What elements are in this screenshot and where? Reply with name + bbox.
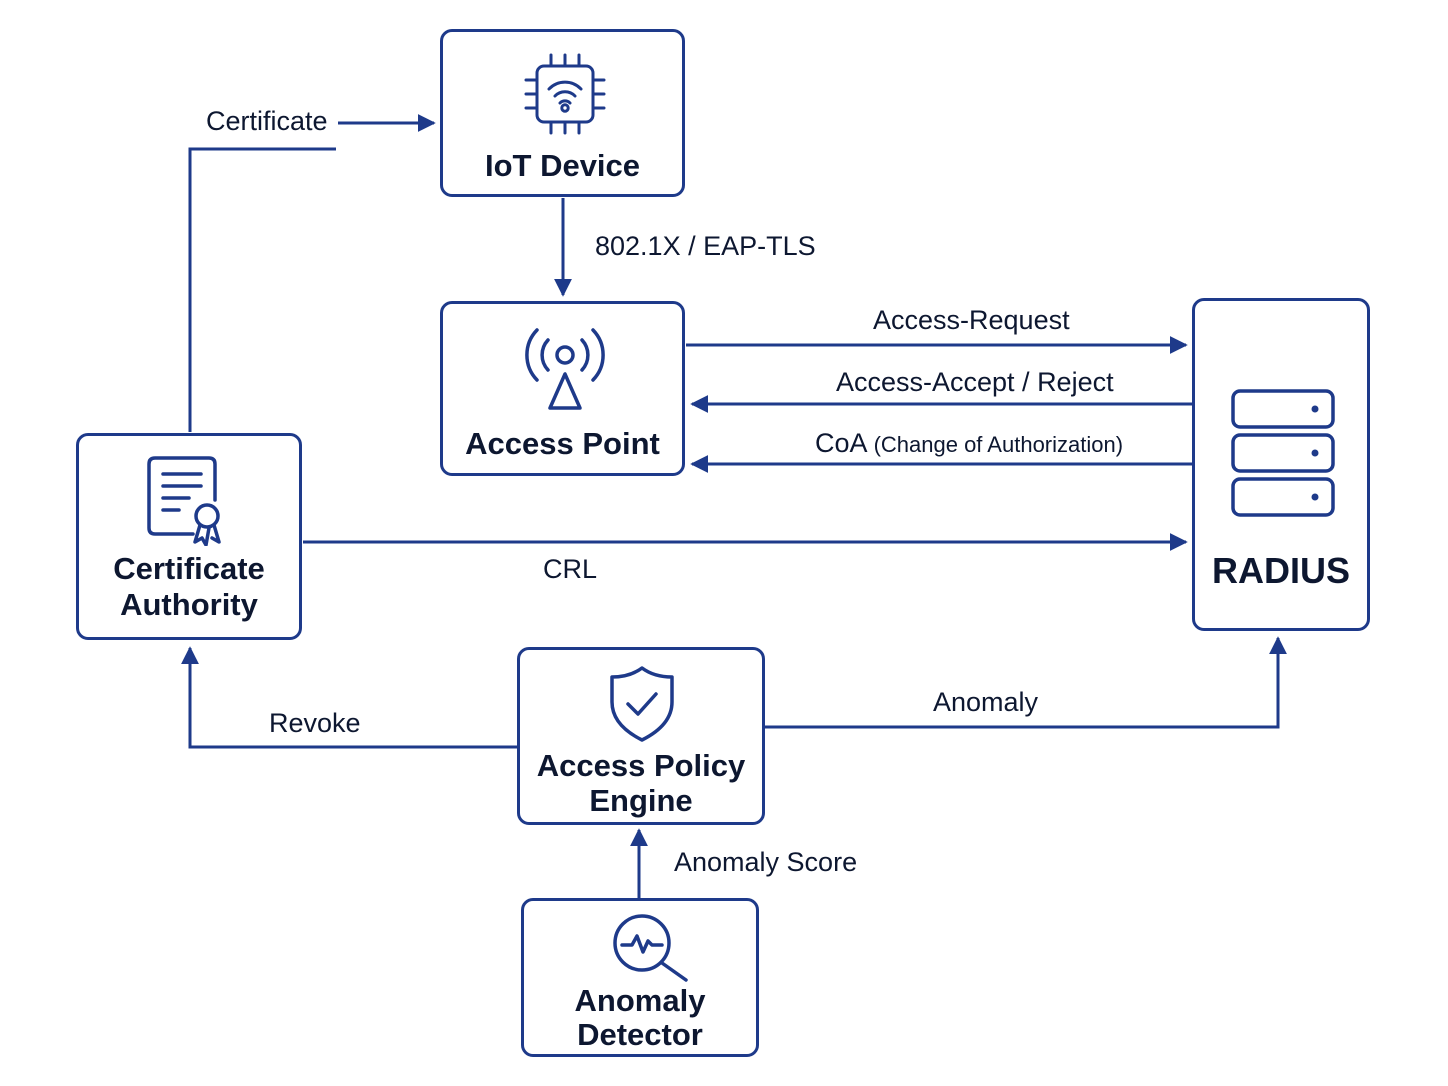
label-eap-tls: 802.1X / EAP-TLS xyxy=(595,231,816,261)
wifi-chip-icon xyxy=(524,53,606,135)
label-coa-main: CoA xyxy=(815,428,867,458)
iot-device-title: IoT Device xyxy=(484,148,641,183)
access-policy-engine-title-line1: Access Policy xyxy=(536,748,746,783)
label-crl: CRL xyxy=(543,554,598,584)
label-coa-detail: (Change of Authorization) xyxy=(873,432,1124,457)
label-coa: CoA (Change of Authorization) xyxy=(815,428,1123,460)
shield-check-icon xyxy=(610,666,674,742)
label-access-accept: Access-Accept / Reject xyxy=(836,367,1114,397)
access-point-title: Access Point xyxy=(465,426,660,461)
server-stack-icon xyxy=(1231,389,1335,517)
node-certificate-authority[interactable]: Certificate Authority xyxy=(76,433,302,640)
label-access-request: Access-Request xyxy=(873,305,1070,335)
certificate-icon xyxy=(147,456,221,546)
anomaly-detector-title-line2: Detector xyxy=(577,1017,703,1052)
anomaly-detector-title-line1: Anomaly xyxy=(574,983,706,1018)
certificate-authority-title-line1: Certificate xyxy=(113,551,265,586)
node-radius[interactable]: RADIUS xyxy=(1192,298,1370,631)
edge-revoke xyxy=(181,646,517,749)
label-anomaly-score: Anomaly Score xyxy=(674,847,858,877)
node-anomaly-detector[interactable]: Anomaly Detector xyxy=(521,898,759,1057)
antenna-icon xyxy=(525,328,605,410)
node-access-point[interactable]: Access Point xyxy=(440,301,685,476)
access-policy-engine-title-line2: Engine xyxy=(589,783,693,818)
radius-title: RADIUS xyxy=(1211,550,1350,591)
label-anomaly: Anomaly xyxy=(933,687,1039,717)
edge-certificate-line xyxy=(188,147,336,432)
magnifier-pulse-icon xyxy=(613,914,688,982)
label-certificate: Certificate xyxy=(206,106,328,136)
edge-anomaly xyxy=(765,636,1287,729)
node-iot-device[interactable]: IoT Device xyxy=(440,29,685,197)
node-access-policy-engine[interactable]: Access Policy Engine xyxy=(517,647,765,825)
certificate-authority-title-line2: Authority xyxy=(120,587,258,622)
label-revoke: Revoke xyxy=(269,708,361,738)
